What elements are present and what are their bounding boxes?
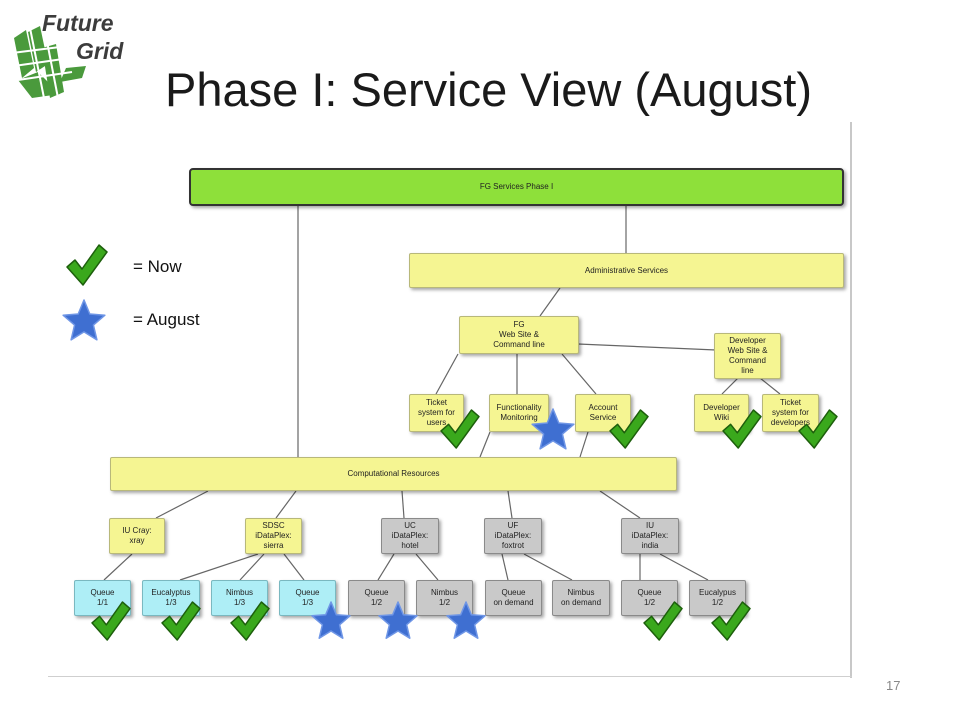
node-developer-web-site: Developer Web Site & Command line — [714, 333, 781, 379]
logo-word-grid: Grid — [76, 38, 124, 64]
logo-word-future: Future — [42, 10, 114, 36]
node-iu-india: IU iDataPlex: india — [621, 518, 679, 554]
green-check-icon — [230, 601, 270, 641]
green-check-icon — [440, 409, 480, 449]
node-fg-web-site: FG Web Site & Command line — [459, 316, 579, 354]
node-ticket-developers: Ticket system for developers — [762, 394, 819, 432]
node-queue-iu: Queue 1/2 — [621, 580, 678, 616]
node-queue-uf: Queue on demand — [485, 580, 542, 616]
node-queue-sdsc: Queue 1/3 — [279, 580, 336, 616]
frame-border-bottom — [48, 676, 852, 677]
green-check-icon — [161, 601, 201, 641]
futuregrid-logo: Future Grid — [8, 8, 148, 100]
legend-now-label: = Now — [133, 257, 182, 276]
green-check-icon — [798, 409, 838, 449]
blue-star-icon — [378, 601, 418, 639]
node-account-service: Account Service — [575, 394, 631, 432]
green-check-icon — [722, 409, 762, 449]
blue-star-icon — [311, 601, 351, 639]
blue-star-icon — [446, 601, 486, 639]
node-fg-services-phase-1: FG Services Phase I — [189, 168, 844, 206]
node-uf-foxtrot: UF iDataPlex: foxtrot — [484, 518, 542, 554]
node-computational-resources: Computational Resources — [110, 457, 677, 491]
node-iu-cray: IU Cray: xray — [109, 518, 165, 554]
green-check-icon — [643, 601, 683, 641]
green-check-icon — [91, 601, 131, 641]
node-nimbus-uf: Nimbus on demand — [552, 580, 610, 616]
grid-logo-icon — [11, 25, 86, 99]
legend-august-label: = August — [133, 310, 200, 329]
node-uc-hotel: UC iDataPlex: hotel — [381, 518, 439, 554]
green-check-icon — [609, 409, 649, 449]
page-number: 17 — [886, 678, 901, 693]
node-eucalyptus-sdsc: Eucalyptus 1/3 — [142, 580, 200, 616]
green-check-icon — [711, 601, 751, 641]
legend-check-icon — [66, 244, 108, 286]
node-administrative-services: Administrative Services — [409, 253, 844, 288]
node-developer-wiki: Developer Wiki — [694, 394, 749, 432]
blue-star-icon — [531, 408, 575, 450]
frame-border-right — [850, 122, 852, 678]
node-ticket-users: Ticket system for users — [409, 394, 464, 432]
slide-title: Phase I: Service View (August) — [165, 63, 812, 116]
node-sdsc-sierra: SDSC iDataPlex: sierra — [245, 518, 302, 554]
legend-star-icon — [62, 299, 106, 341]
